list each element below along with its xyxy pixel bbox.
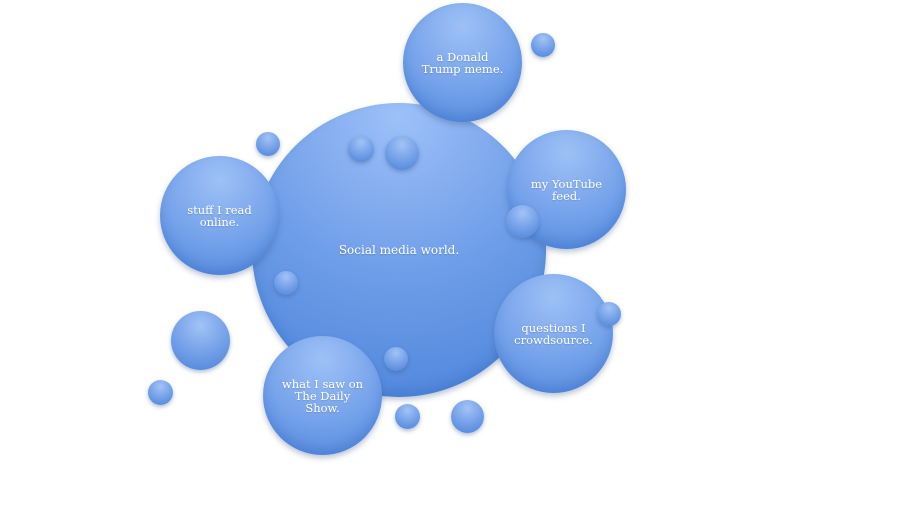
decor-dot [274,271,298,295]
node-stuff-read-online: stuff I read online. [160,156,279,275]
decor-dot [531,33,555,57]
node-trump-meme-label: a Donald Trump meme. [421,49,504,76]
decor-dot [506,205,539,238]
center-bubble-label: Social media world. [338,243,460,257]
decor-dot [384,347,408,371]
node-questions-crowdsource: questions I crowdsource. [494,274,613,393]
decor-dot [451,400,484,433]
node-questions-crowdsource-label: questions I crowdsource. [514,320,593,347]
decor-dot [385,136,419,170]
node-trump-meme: a Donald Trump meme. [403,3,522,122]
decor-dot [256,132,280,156]
node-stuff-read-online-label: stuff I read online. [187,202,252,229]
decor-dot [348,136,374,162]
decor-dot [171,311,230,370]
decor-dot [395,404,420,429]
decor-dot [597,302,621,326]
node-youtube-feed-label: my YouTube feed. [530,176,603,203]
node-daily-show-label: what I saw on The Daily Show. [281,376,364,415]
decor-dot [148,380,173,405]
node-daily-show: what I saw on The Daily Show. [263,336,382,455]
